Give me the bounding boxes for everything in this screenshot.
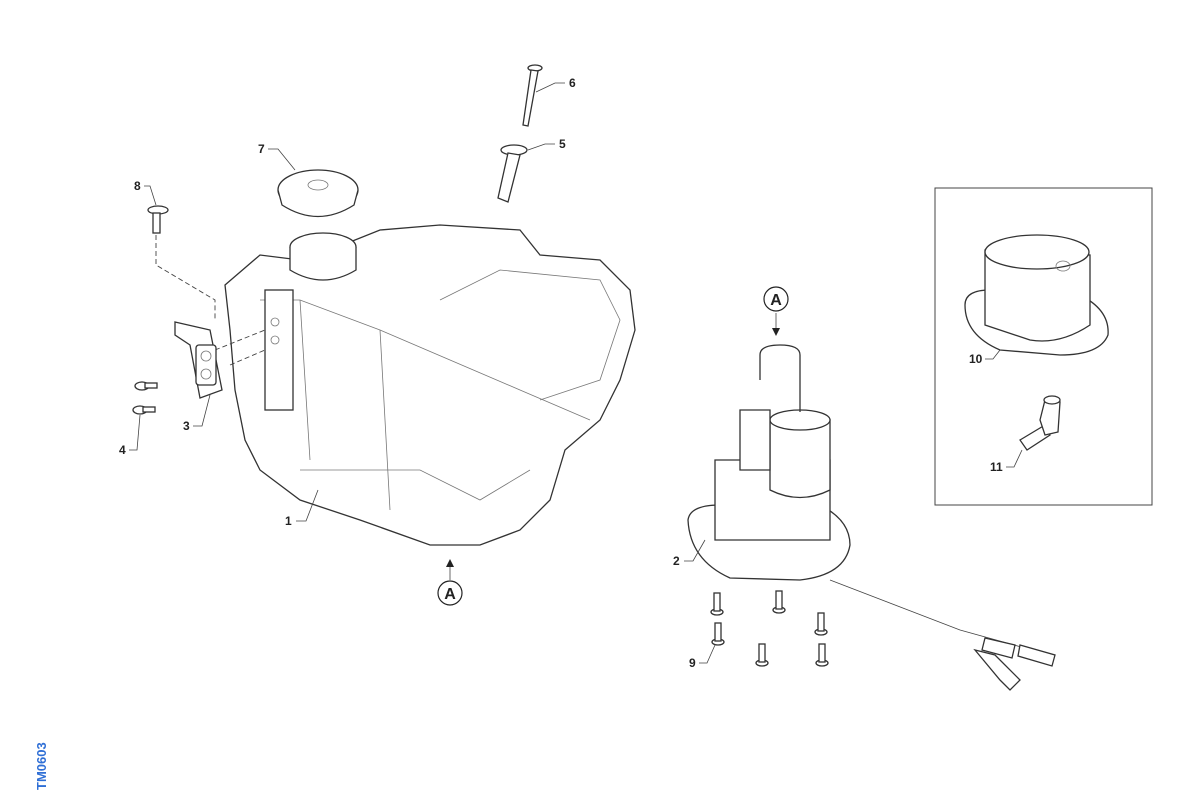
svg-text:7: 7	[258, 142, 265, 156]
bracket-3	[174, 321, 223, 399]
callout-9: 9	[689, 644, 716, 670]
callout-8: 8	[134, 179, 157, 206]
view-a-marker-tank: A	[437, 559, 463, 606]
callout-5: 5	[527, 137, 566, 151]
callout-7: 7	[258, 142, 296, 171]
callout-10: 10	[969, 349, 1001, 366]
svg-text:10: 10	[969, 352, 983, 366]
callout-4: 4	[119, 414, 141, 457]
svg-text:11: 11	[990, 460, 1003, 474]
callout-1: 1	[285, 489, 319, 528]
screws-9	[710, 590, 829, 667]
svg-text:8: 8	[134, 179, 141, 193]
screws-4	[132, 381, 158, 415]
elbow-fitting-11	[1019, 395, 1061, 451]
filler-cap	[277, 169, 359, 218]
svg-text:1: 1	[285, 514, 292, 528]
svg-text:4: 4	[119, 443, 126, 457]
svg-text:3: 3	[183, 419, 190, 433]
screw-8	[147, 205, 169, 234]
svg-text:9: 9	[689, 656, 696, 670]
callout-3: 3	[183, 394, 211, 433]
grommet-5	[497, 144, 528, 203]
svg-text:2: 2	[673, 554, 680, 568]
inset-frame	[934, 187, 1153, 506]
fuel-pump	[687, 344, 1056, 691]
callout-11: 11	[990, 449, 1023, 474]
drawing-code: TM0603	[34, 742, 49, 790]
svg-text:A: A	[770, 292, 782, 309]
callout-2: 2	[673, 539, 706, 568]
callout-6: 6	[535, 76, 576, 93]
svg-text:A: A	[444, 586, 456, 603]
pump-cover-10	[964, 234, 1109, 356]
svg-text:6: 6	[569, 76, 576, 90]
bolt-6	[522, 64, 543, 127]
svg-text:5: 5	[559, 137, 566, 151]
view-a-marker-pump: A	[763, 286, 789, 336]
fuel-tank	[224, 224, 636, 546]
